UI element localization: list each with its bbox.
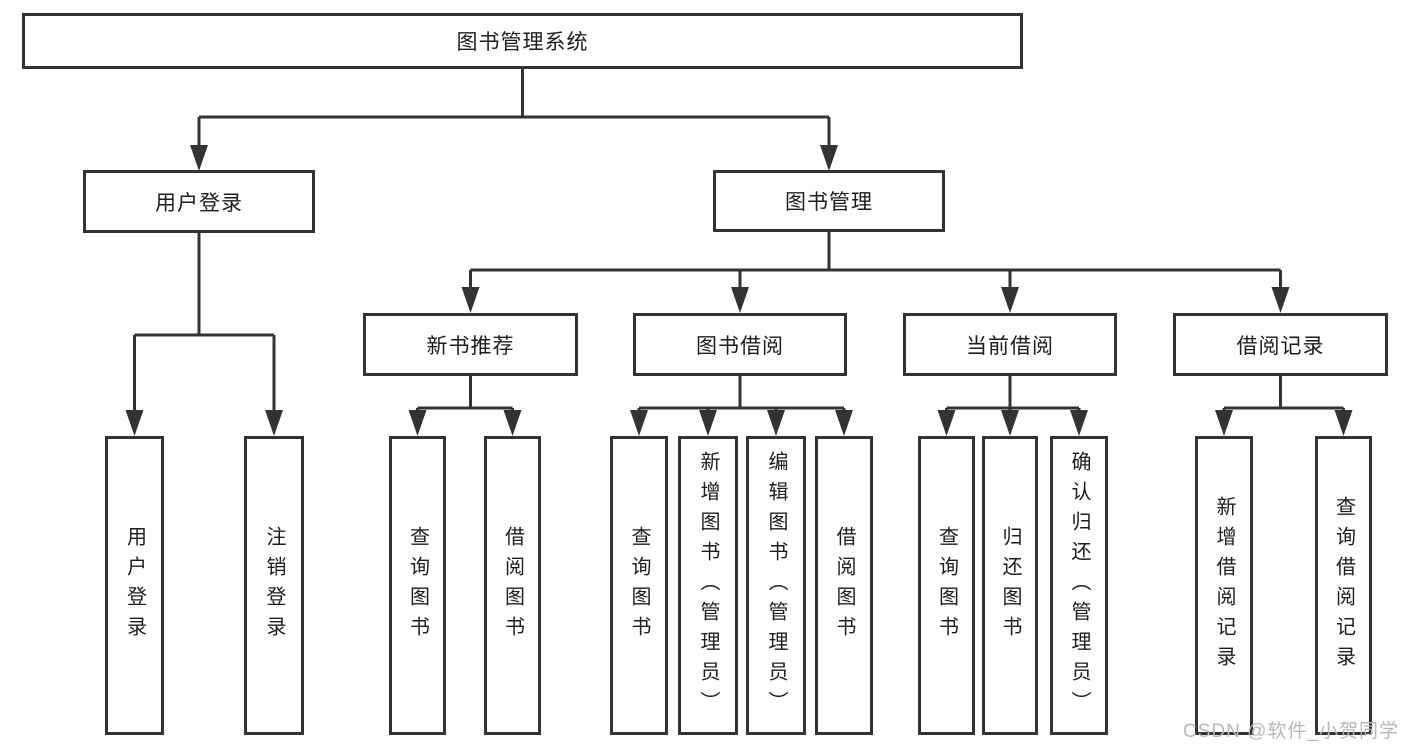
node-add-borrow-record: 新增借阅记录 [1195,436,1253,735]
node-label: 确认归还（管理员） [1068,450,1090,721]
node-label: 用户登录 [155,191,243,215]
node-label: 查询图书 [406,525,429,646]
node-query-books-borrowing: 查询图书 [610,436,668,735]
node-return-books: 归还图书 [982,436,1038,735]
node-borrow-books: 借阅图书 [815,436,873,735]
node-add-books-admin: 新增图书（管理员） [678,436,738,735]
node-book-borrowing: 图书借阅 [633,313,847,376]
node-label: 图书管理 [785,191,873,214]
node-library-system: 图书管理系统 [22,13,1023,69]
node-label: 当前借阅 [966,334,1054,358]
node-query-borrow-record: 查询借阅记录 [1315,436,1372,735]
node-label: 注销登录 [263,525,285,646]
csdn-watermark: CSDN @软件_小贺同学 [1183,721,1399,742]
node-label: 新增图书（管理员） [697,450,719,721]
node-logout: 注销登录 [244,436,304,735]
node-user-login-leaf: 用户登录 [105,436,164,735]
node-label: 图书借阅 [696,334,784,358]
node-new-book-recommend: 新书推荐 [363,313,578,376]
node-label: 新增借阅记录 [1213,495,1235,676]
node-label: 用户登录 [123,525,146,646]
arrowheads [125,145,1353,436]
node-label: 借阅图书 [833,525,855,646]
node-label: 新书推荐 [426,334,515,358]
node-label: 借阅记录 [1236,334,1325,358]
node-label: 归还图书 [999,525,1021,646]
node-current-borrowing: 当前借阅 [903,313,1117,376]
node-label: 图书管理系统 [456,31,589,54]
node-book-management: 图书管理 [713,170,945,232]
node-label: 查询图书 [935,525,958,646]
node-label: 查询借阅记录 [1332,495,1355,676]
node-borrowing-records: 借阅记录 [1173,313,1388,376]
node-label: 借阅图书 [501,525,524,646]
node-confirm-return-admin: 确认归还（管理员） [1050,436,1108,735]
node-user-login: 用户登录 [83,170,315,233]
node-label: 编辑图书（管理员） [765,450,787,721]
node-query-books-recommend: 查询图书 [389,436,446,735]
node-query-books-current: 查询图书 [918,436,975,735]
node-edit-books-admin: 编辑图书（管理员） [746,436,806,735]
node-label: 查询图书 [628,525,650,646]
node-borrow-books-recommend: 借阅图书 [484,436,541,735]
